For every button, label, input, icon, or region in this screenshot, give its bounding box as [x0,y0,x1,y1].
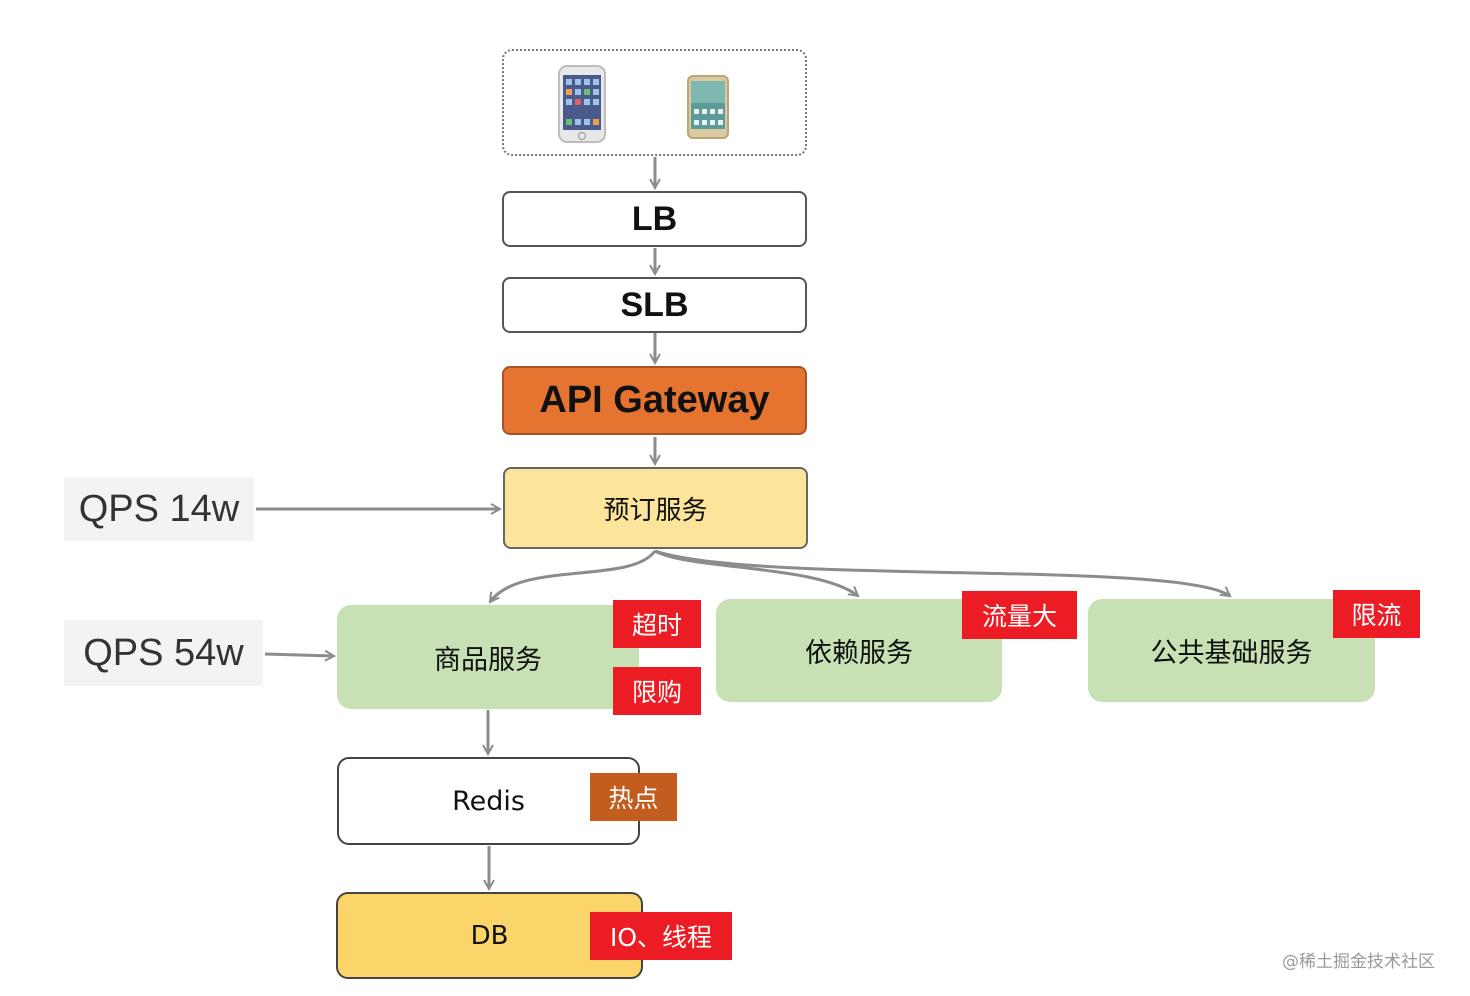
db-node: DB [336,892,643,979]
common-service-node: 公共基础服务 [1088,599,1375,702]
dependency-service-node: 依赖服务 [716,599,1002,702]
slb-node: SLB [502,277,807,333]
qps-goods-label: QPS 54w [64,620,263,686]
arrow-qps-to-goods [264,654,334,656]
qps-booking-label: QPS 14w [64,477,254,541]
io-threads-tag: IO、线程 [590,912,732,960]
goods-service-node: 商品服务 [337,605,639,709]
rate-limit-tag: 限流 [1333,590,1420,638]
iphone-icon [558,65,606,143]
android-phone-icon [687,75,729,139]
watermark: @稀土掘金技术社区 [1282,952,1435,972]
heavy-traffic-tag: 流量大 [962,591,1077,639]
lb-node: LB [502,191,807,247]
hotspot-tag: 热点 [590,773,677,821]
arrow-booking-to-common [654,549,1230,598]
redis-node: Redis [337,757,640,845]
limit-buy-tag: 限购 [613,667,701,715]
booking-service-node: 预订服务 [503,467,808,549]
api-gateway-node: API Gateway [502,366,807,435]
arrow-booking-to-goods [488,550,657,602]
arrow-booking-to-dependency [654,549,858,596]
client-devices-group [502,49,807,156]
timeout-tag: 超时 [613,600,701,648]
